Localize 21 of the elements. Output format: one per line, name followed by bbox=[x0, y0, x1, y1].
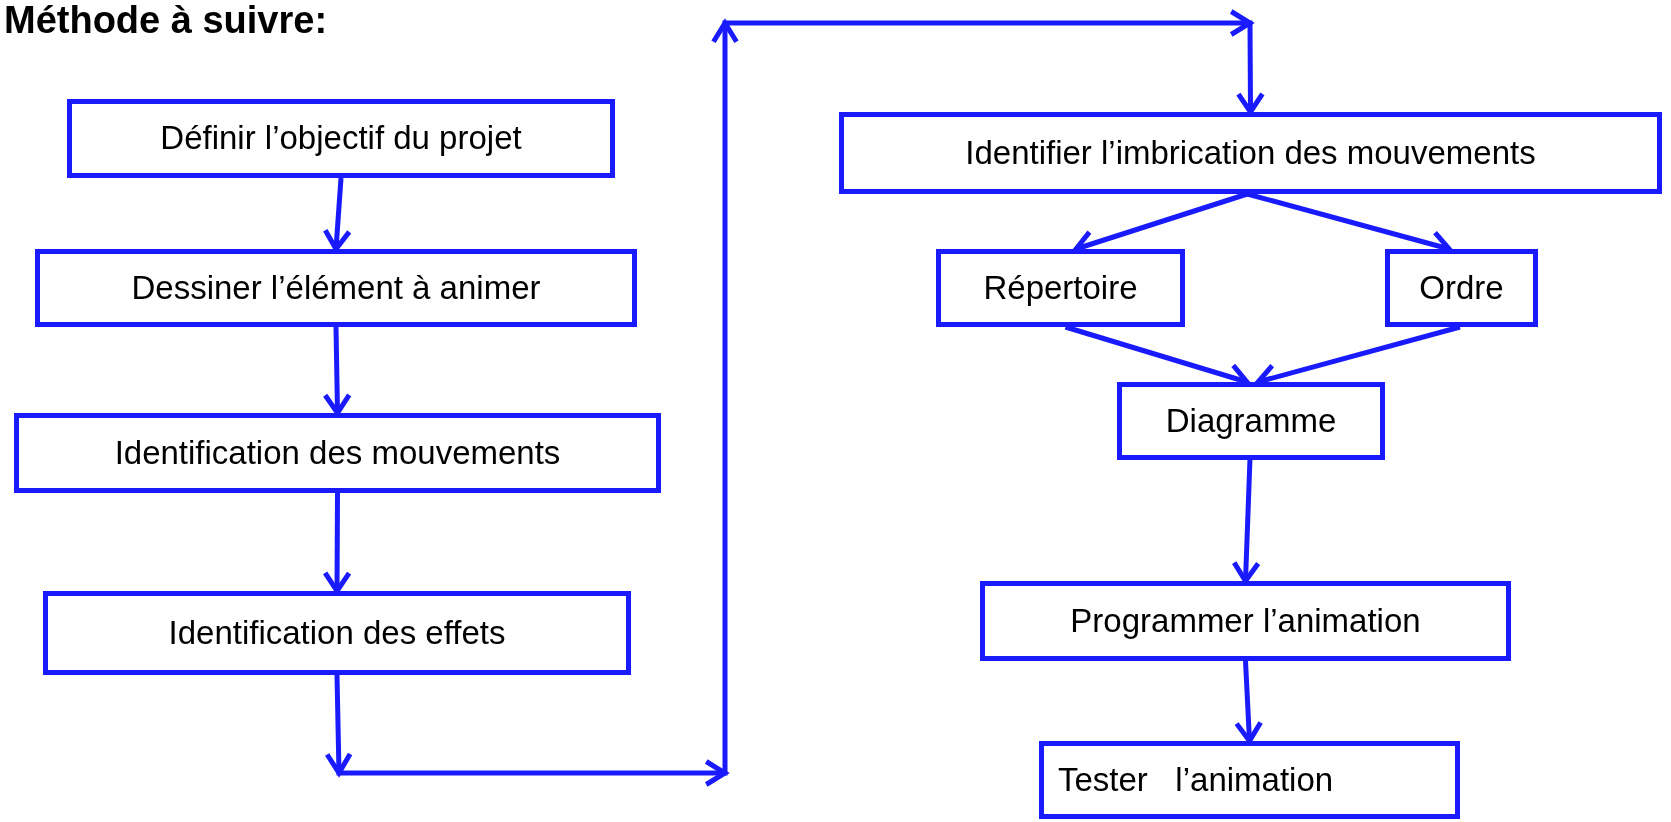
process-box bbox=[1385, 249, 1538, 327]
process-box bbox=[1039, 741, 1460, 819]
box-label: Identification des effets bbox=[168, 614, 506, 652]
process-box bbox=[67, 99, 615, 178]
box-label: Programmer l’animation bbox=[1070, 602, 1421, 640]
box-label: Répertoire bbox=[983, 269, 1138, 307]
process-box bbox=[936, 249, 1185, 327]
process-box bbox=[14, 413, 661, 493]
box-label: Dessiner l’élément à animer bbox=[131, 269, 541, 307]
title: Méthode à suivre: bbox=[4, 0, 328, 42]
box-label: Définir l’objectif du projet bbox=[160, 120, 522, 157]
box-label: Tester l’animation bbox=[1058, 761, 1334, 799]
process-box bbox=[839, 112, 1662, 194]
process-box bbox=[35, 249, 637, 327]
box-label: Diagramme bbox=[1165, 402, 1337, 440]
box-label: Identification des mouvements bbox=[114, 434, 561, 472]
box-label: Ordre bbox=[1419, 269, 1504, 307]
process-box bbox=[43, 591, 631, 675]
box-label: Identifier l’imbrication des mouvements bbox=[965, 134, 1536, 172]
process-box bbox=[980, 581, 1511, 661]
process-box bbox=[1117, 382, 1385, 460]
